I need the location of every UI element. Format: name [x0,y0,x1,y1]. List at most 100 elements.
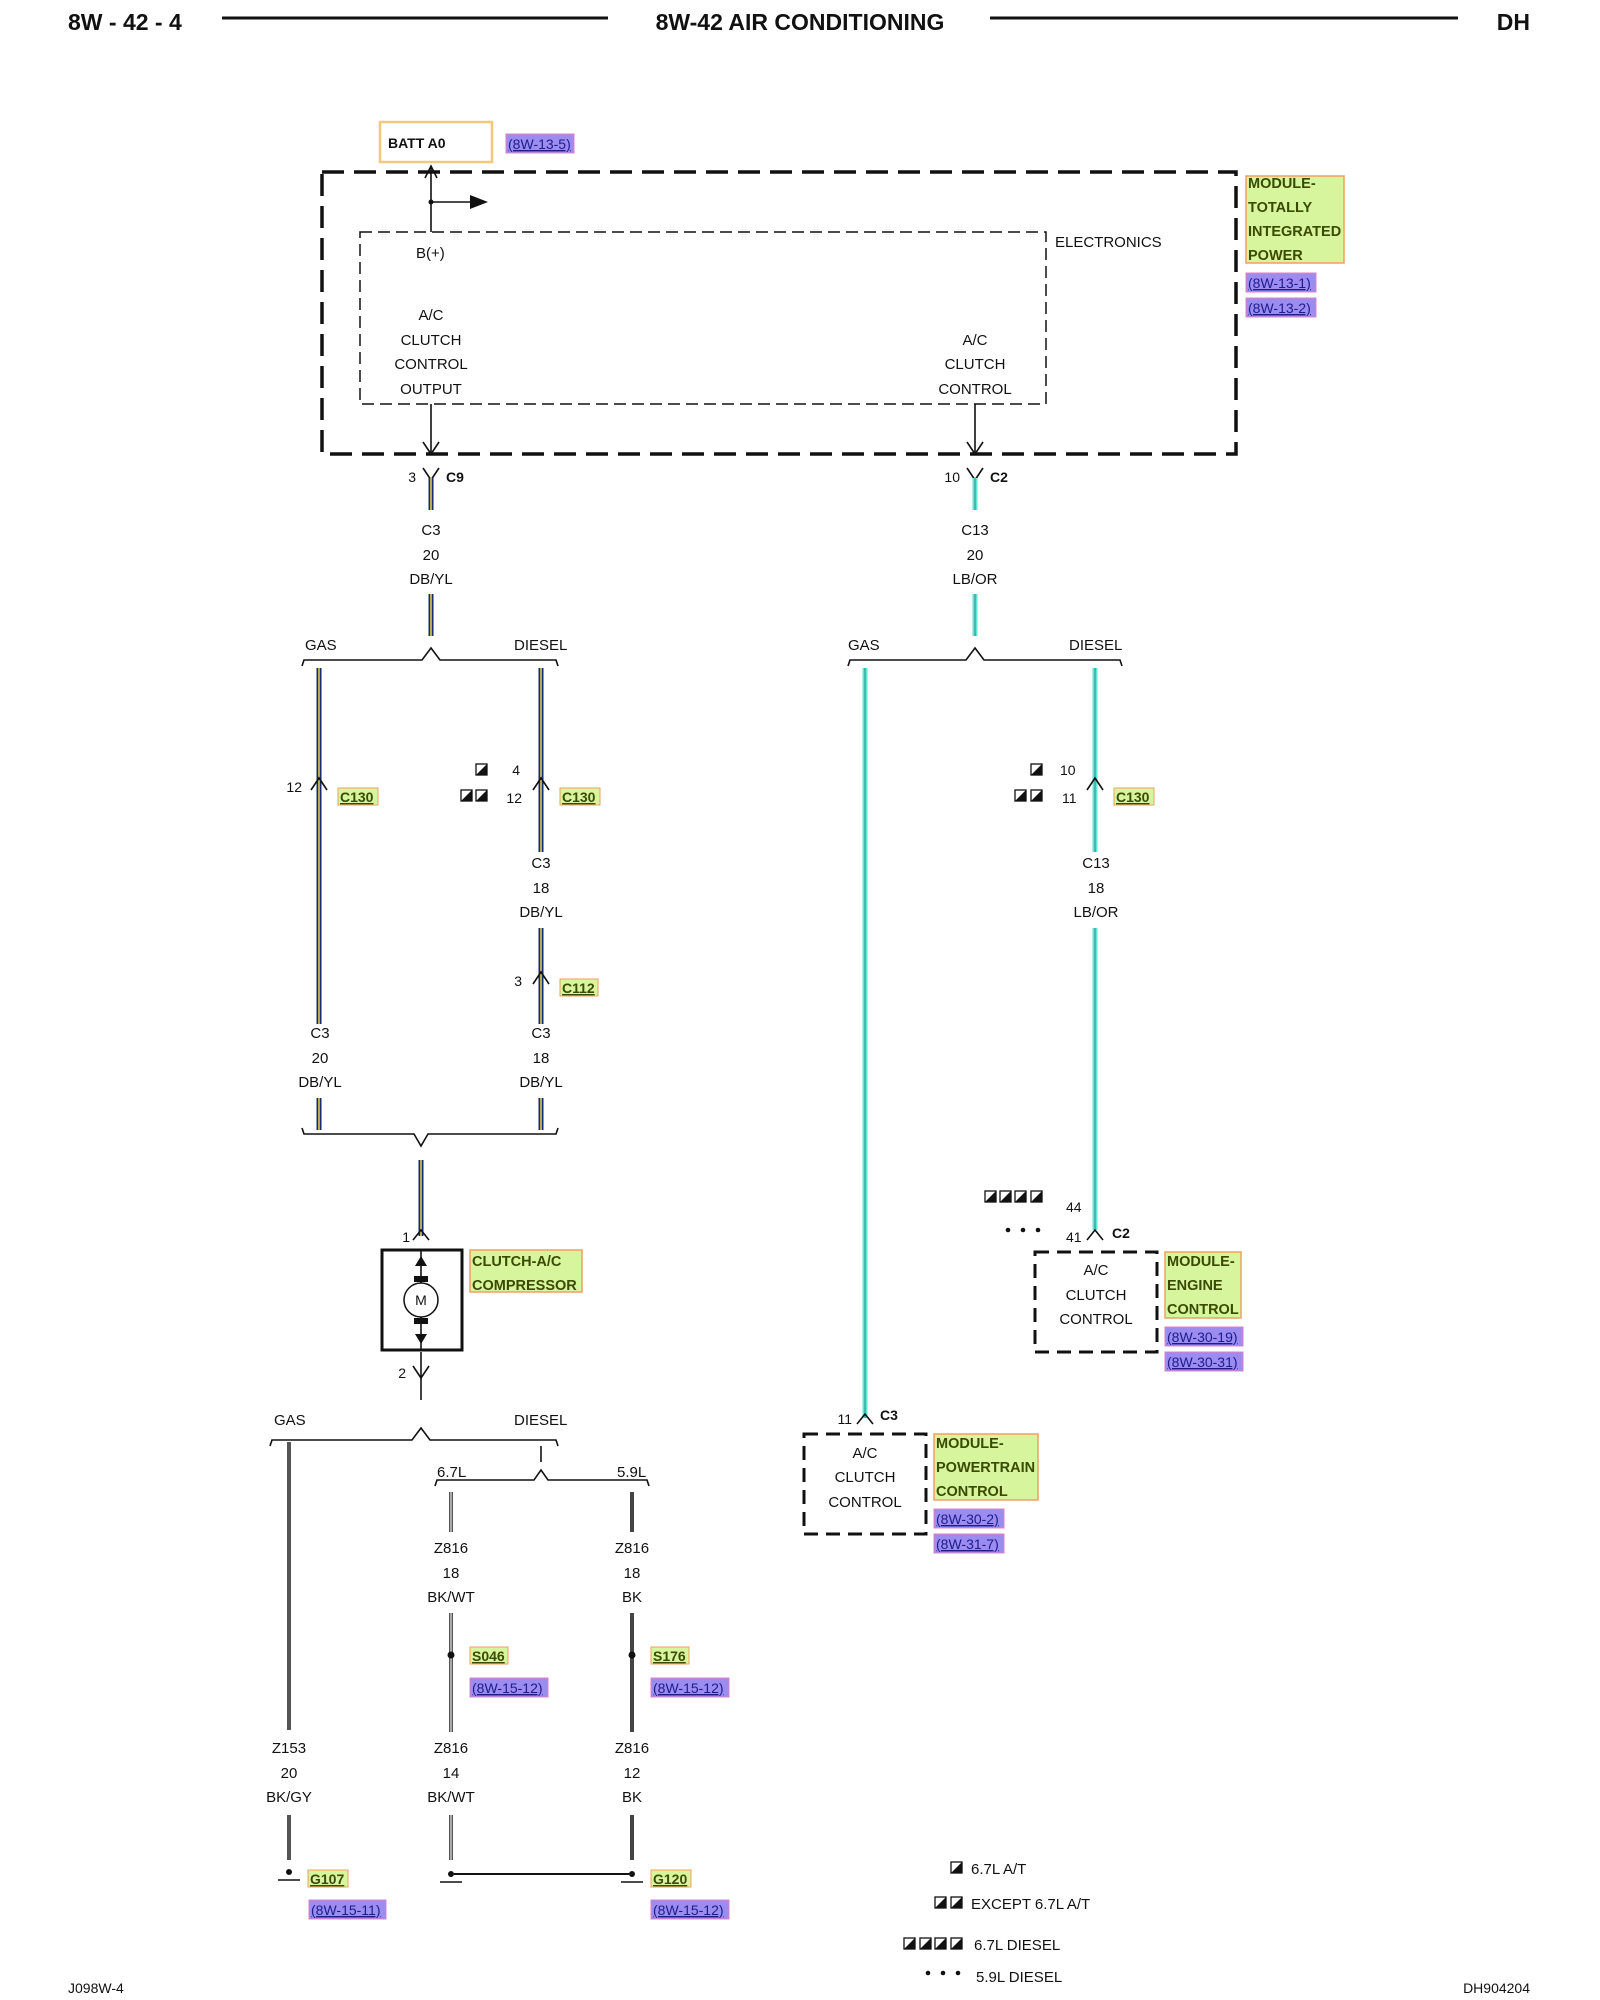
c112-pin: 3 [514,973,522,989]
wire-diesel-mid-gauge: 18 [533,880,550,897]
compressor-name-1: CLUTCH-A/C [472,1254,562,1270]
c2-tipm-pin: 10 [944,469,960,485]
legend-item-1: 6.7L A/T [971,1861,1026,1878]
c9-pin: 3 [408,469,416,485]
s046-name[interactable]: S046 [472,1648,505,1664]
wire-gas-bot-gauge: 20 [312,1050,329,1067]
c112-name[interactable]: C112 [562,980,595,996]
c130-gas-name[interactable]: C130 [340,789,374,805]
ecm-name-3: CONTROL [1167,1302,1239,1318]
ecm-name-2: ENGINE [1167,1278,1223,1294]
batt-xref[interactable]: (8W-13-5) [508,136,571,152]
footer-right-code: DH904204 [1463,1980,1530,1996]
legend-item-3: 6.7L DIESEL [974,1937,1060,1954]
g120-xref[interactable]: (8W-15-12) [653,1902,724,1918]
s176-name[interactable]: S176 [653,1648,686,1664]
output-label-3: CONTROL [394,356,467,373]
branch-left-top: GAS DIESEL [301,637,567,667]
g107-name[interactable]: G107 [310,1871,344,1887]
engine-control-module: 44 41 C2 A/C CLUTCH CONTROL MODULE- ENGI… [984,1190,1244,1372]
z816-59-top-color: BK [622,1589,642,1606]
pcm-xref-2[interactable]: (8W-31-7) [936,1536,999,1552]
g107-xref[interactable]: (8W-15-11) [311,1902,381,1918]
pcm-label-1: A/C [852,1445,877,1462]
tipm-name-1: MODULE- [1248,176,1316,192]
z816-67-bot-color: BK/WT [427,1789,475,1806]
c130-lb-pin-b: 11 [1062,790,1077,806]
wire-db-yl-top: C3 20 DB/YL [409,478,453,636]
powertrain-control-module: 11 C3 A/C CLUTCH CONTROL MODULE- POWERTR… [802,1407,1039,1554]
ecm-pin-44: 44 [1066,1199,1082,1215]
output-label-4: OUTPUT [400,381,462,398]
s046-xref[interactable]: (8W-15-12) [472,1680,543,1696]
tipm-xref-2[interactable]: (8W-13-2) [1248,300,1311,316]
z816-67-top-gauge: 18 [443,1565,460,1582]
c130-lb-name[interactable]: C130 [1116,789,1150,805]
wire-c13-gauge: 20 [967,547,984,564]
output-label-2: CLUTCH [401,332,462,349]
page-title: 8W-42 AIR CONDITIONING [656,9,945,35]
double-square-icon [1014,789,1043,802]
branch-67l-label: 6.7L [437,1464,466,1481]
wire-z816-59l: Z816 18 BK S176 (8W-15-12) Z816 12 BK G1… [454,1492,730,1920]
legend-item-4: 5.9L DIESEL [976,1969,1062,1986]
c130-diesel-name[interactable]: C130 [562,789,596,805]
pcm-label-3: CONTROL [828,1494,901,1511]
wire-gas-bot-color: DB/YL [298,1074,341,1091]
quad-square-icon [903,1937,963,1950]
tipm-name-2: TOTALLY [1248,200,1313,216]
wire-c13-mid-color: LB/OR [1073,904,1118,921]
ecm-label-2: CLUTCH [1066,1287,1127,1304]
wire-z816-67l: Z816 18 BK/WT S046 (8W-15-12) Z816 14 BK… [427,1492,549,1883]
z153-color: BK/GY [266,1789,312,1806]
footer-left-code: J098W-4 [68,1980,124,1996]
z816-59-bot-color: BK [622,1789,642,1806]
z816-67-top-color: BK/WT [427,1589,475,1606]
wire-diesel-db-yl: 4 12 C130 C3 18 DB/YL 3 C112 C3 18 DB/YL [460,668,601,1130]
ecm-c2-name: C2 [1112,1225,1130,1241]
wire-gas-db-yl: 12 C130 C3 20 DB/YL [286,668,379,1130]
pcm-name-3: CONTROL [936,1484,1008,1500]
bplus-label: B(+) [416,245,445,262]
single-square-icon [950,1861,963,1874]
page-header: 8W - 42 - 4 8W-42 AIR CONDITIONING DH [68,9,1530,35]
ecm-xref-1[interactable]: (8W-30-19) [1167,1329,1238,1345]
tipm-name-4: POWER [1248,248,1303,264]
z816-67-bot-gauge: 14 [443,1765,460,1782]
ecm-label-3: CONTROL [1059,1311,1132,1328]
pcm-label-2: CLUTCH [835,1469,896,1486]
right-diesel-label: DIESEL [1069,637,1122,654]
branch-diesel-label: DIESEL [514,637,567,654]
ecm-name-1: MODULE- [1167,1254,1235,1270]
motor-icon: M [415,1292,427,1308]
s176-xref[interactable]: (8W-15-12) [653,1680,724,1696]
ecm-xref-2[interactable]: (8W-30-31) [1167,1354,1238,1370]
output-label-1: A/C [418,307,443,324]
compressor-pin-2: 2 [398,1365,406,1381]
c2-tipm-name: C2 [990,469,1008,485]
pcm-name-2: POWERTRAIN [936,1460,1035,1476]
pcm-xref-1[interactable]: (8W-30-2) [936,1511,999,1527]
triple-dot-icon [1005,1227,1041,1233]
merge-bracket [301,1127,559,1236]
g120-name[interactable]: G120 [653,1871,687,1887]
batt-label: BATT A0 [388,135,446,151]
quad-square-icon [984,1190,1043,1203]
control-label-3: CONTROL [938,381,1011,398]
c130-diesel-pin-a: 4 [512,762,520,778]
pcm-name-1: MODULE- [936,1436,1004,1452]
z816-59-top-id: Z816 [615,1540,649,1557]
wire-diesel-bot-gauge: 18 [533,1050,550,1067]
tipm-xref-1[interactable]: (8W-13-1) [1248,275,1311,291]
control-label-2: CLUTCH [945,356,1006,373]
tipm-module: B(+) ELECTRONICS A/C CLUTCH CONTROL OUTP… [320,164,1345,456]
z816-67-bot-id: Z816 [434,1740,468,1757]
triple-dot-icon [925,1970,961,1976]
wire-diesel-lb-or: 10 11 C130 C13 18 LB/OR [1014,668,1155,1230]
right-gas-label: GAS [848,637,880,654]
wire-c13-id: C13 [961,522,989,539]
wire-diesel-mid-color: DB/YL [519,904,562,921]
wire-c3-color: DB/YL [409,571,452,588]
branch-gas-label: GAS [305,637,337,654]
